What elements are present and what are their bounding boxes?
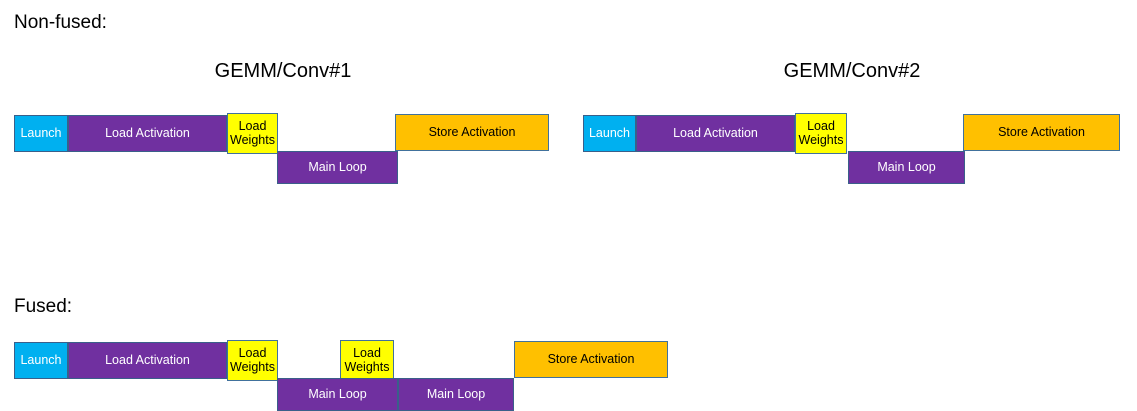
- bar-label: Load Activation: [673, 125, 758, 140]
- group-title-gemm-conv-2: GEMM/Conv#2: [783, 60, 921, 82]
- bar-load-weights-fused-2[interactable]: Load Weights: [340, 340, 394, 381]
- bar-label: Store Activation: [998, 124, 1085, 139]
- bar-launch-fused[interactable]: Launch: [14, 342, 68, 379]
- group-title-gemm-conv-1: GEMM/Conv#1: [214, 60, 352, 82]
- bar-label: Load Weights: [798, 119, 844, 147]
- bar-main-loop-fused-1[interactable]: Main Loop: [277, 378, 398, 411]
- bar-label: Launch: [20, 125, 62, 140]
- bar-launch-g1[interactable]: Launch: [14, 115, 68, 152]
- bar-label: Main Loop: [877, 159, 936, 174]
- section-label-fused: Fused:: [14, 296, 73, 317]
- bar-label: Load Weights: [344, 346, 390, 374]
- bar-load-weights-g2[interactable]: Load Weights: [795, 113, 847, 154]
- bar-label: Load Weights: [230, 346, 275, 374]
- bar-label: Load Activation: [105, 352, 190, 367]
- bar-main-loop-g1[interactable]: Main Loop: [277, 151, 398, 184]
- bar-label: Store Activation: [547, 351, 635, 366]
- bar-load-activation-g1[interactable]: Load Activation: [68, 115, 227, 152]
- bar-store-activation-fused[interactable]: Store Activation: [514, 341, 668, 378]
- bar-store-activation-g1[interactable]: Store Activation: [395, 114, 549, 151]
- bar-label: Load Weights: [230, 119, 275, 147]
- bar-label: Store Activation: [428, 124, 516, 139]
- bar-label: Main Loop: [426, 386, 486, 401]
- bar-label: Launch: [20, 352, 62, 367]
- bar-main-loop-g2[interactable]: Main Loop: [848, 151, 965, 184]
- bar-label: Load Activation: [105, 125, 190, 140]
- bar-label: Main Loop: [308, 386, 367, 401]
- section-label-non-fused: Non-fused:: [14, 12, 107, 33]
- bar-load-weights-fused-1[interactable]: Load Weights: [227, 340, 278, 381]
- bar-load-activation-g2[interactable]: Load Activation: [636, 115, 795, 152]
- bar-launch-g2[interactable]: Launch: [583, 115, 636, 152]
- bar-label: Launch: [588, 125, 630, 140]
- bar-label: Main Loop: [308, 159, 367, 174]
- bar-store-activation-g2[interactable]: Store Activation: [963, 114, 1120, 151]
- bar-main-loop-fused-2[interactable]: Main Loop: [398, 378, 514, 411]
- bar-load-weights-g1[interactable]: Load Weights: [227, 113, 278, 154]
- bar-load-activation-fused[interactable]: Load Activation: [68, 342, 227, 379]
